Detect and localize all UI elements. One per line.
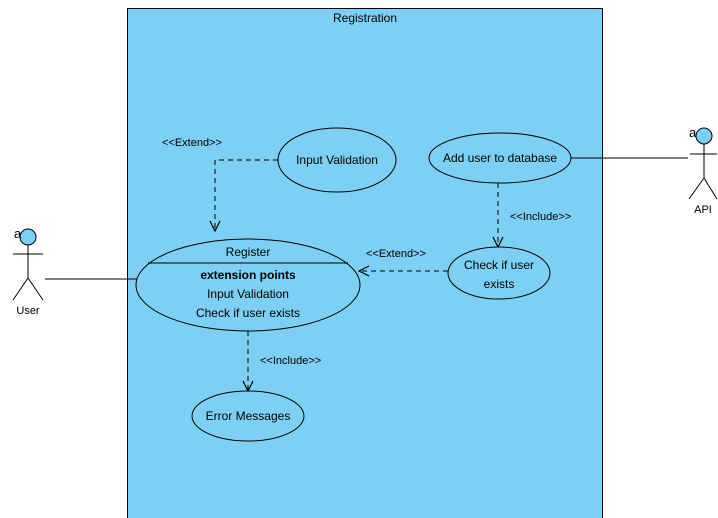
actor-user-left-leg bbox=[12, 277, 29, 301]
include-errors-label: <<Include>> bbox=[260, 355, 321, 367]
actor-api-left-leg bbox=[688, 177, 705, 200]
actor-api[interactable]: a API bbox=[688, 125, 718, 216]
extension-point-input-validation: Input Validation bbox=[207, 287, 289, 301]
use-case-error-messages-shape bbox=[191, 390, 305, 442]
actor-user-stereotype: a bbox=[14, 226, 22, 241]
use-case-add-user-label: Add user to database bbox=[443, 151, 557, 165]
use-case-input-validation[interactable]: Input Validation bbox=[277, 127, 397, 193]
actor-api-head bbox=[695, 127, 713, 145]
use-case-register-shape bbox=[135, 238, 361, 332]
use-case-error-messages-label: Error Messages bbox=[206, 409, 291, 423]
actor-user-right-leg bbox=[27, 277, 44, 301]
use-case-add-user[interactable]: Add user to database bbox=[428, 132, 572, 184]
extension-point-check-user: Check if user exists bbox=[196, 306, 300, 320]
actor-user-head bbox=[19, 228, 37, 246]
actor-api-name: API bbox=[694, 204, 712, 216]
use-case-check-user-line2: exists bbox=[484, 277, 515, 291]
extend-check-label: <<Extend>> bbox=[366, 248, 426, 260]
actor-user[interactable]: a User bbox=[12, 226, 44, 317]
system-boundary-title: Registration bbox=[333, 11, 397, 25]
use-case-input-validation-label: Input Validation bbox=[296, 153, 378, 167]
actor-api-right-leg bbox=[703, 177, 718, 200]
extension-points-header: extension points bbox=[200, 268, 296, 282]
use-case-register[interactable]: Register extension points Input Validati… bbox=[135, 238, 361, 332]
actor-api-stereotype: a bbox=[689, 125, 697, 140]
use-case-check-user[interactable]: Check if user exists bbox=[447, 246, 551, 300]
include-check-label: <<Include>> bbox=[510, 211, 571, 223]
use-case-error-messages[interactable]: Error Messages bbox=[191, 390, 305, 442]
use-case-input-validation-shape bbox=[277, 127, 397, 193]
use-case-check-user-shape bbox=[447, 246, 551, 300]
use-case-add-user-shape bbox=[428, 132, 572, 184]
extend-validation-arrow[interactable] bbox=[215, 159, 278, 231]
use-case-register-label: Register bbox=[226, 245, 271, 259]
extend-validation-label: <<Extend>> bbox=[162, 137, 222, 149]
use-case-check-user-line1: Check if user bbox=[464, 258, 534, 272]
actor-user-name: User bbox=[16, 305, 40, 317]
